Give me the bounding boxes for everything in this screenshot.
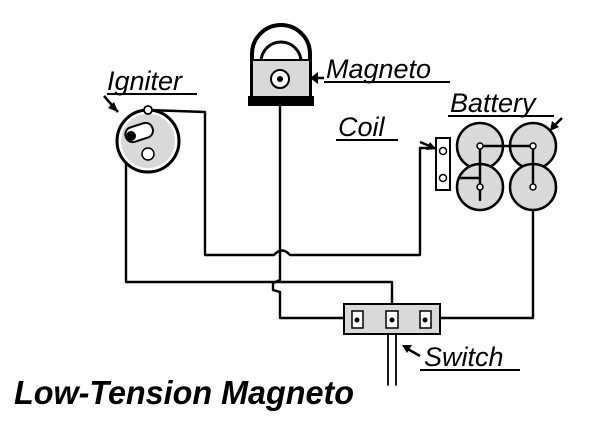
switch-screw	[422, 317, 428, 323]
igniter-terminal-icon	[126, 131, 136, 141]
label-coil: Coil	[338, 112, 386, 142]
wire-magneto-to-switch	[271, 78, 348, 320]
label-switch: Switch	[424, 342, 504, 372]
wire-igniter-to-switch	[124, 136, 394, 308]
label-igniter: Igniter	[107, 66, 183, 96]
switch	[343, 303, 441, 335]
pointer-arrows	[103, 72, 563, 358]
battery-terminal	[529, 183, 537, 191]
arrow-coil-head-icon	[426, 142, 436, 150]
label-battery: Battery	[450, 88, 537, 118]
magneto-foot	[248, 96, 314, 106]
arrow-magneto-head-icon	[310, 72, 318, 84]
igniter	[115, 105, 181, 174]
battery-terminal	[476, 142, 484, 150]
igniter-top-terminal	[143, 105, 153, 115]
coil	[435, 137, 451, 191]
wires	[124, 78, 535, 386]
igniter-hole	[141, 147, 155, 161]
label-magneto: Magneto	[326, 54, 431, 84]
arrow-igniter-head-icon	[108, 102, 118, 112]
magneto	[248, 23, 314, 106]
labels: Igniter Magneto Coil Battery Switch Low-…	[14, 54, 554, 411]
diagram-title: Low-Tension Magneto	[14, 374, 354, 411]
battery	[455, 121, 558, 212]
coil-terminal-top	[438, 146, 448, 156]
switch-lever	[387, 333, 397, 386]
arrow-battery-head-icon	[550, 121, 559, 131]
coil-terminal-bottom	[438, 173, 448, 183]
battery-terminal	[529, 142, 537, 150]
battery-links	[458, 144, 535, 202]
battery-terminal	[476, 183, 484, 191]
wire-battery-to-switch	[436, 183, 535, 320]
wire-igniter-to-magneto	[146, 108, 442, 257]
switch-screw	[389, 317, 395, 323]
magneto-terminal-dot	[277, 76, 283, 82]
switch-screw	[354, 317, 360, 323]
arrow-switch-head-icon	[402, 345, 412, 353]
magneto-arch	[259, 40, 303, 63]
